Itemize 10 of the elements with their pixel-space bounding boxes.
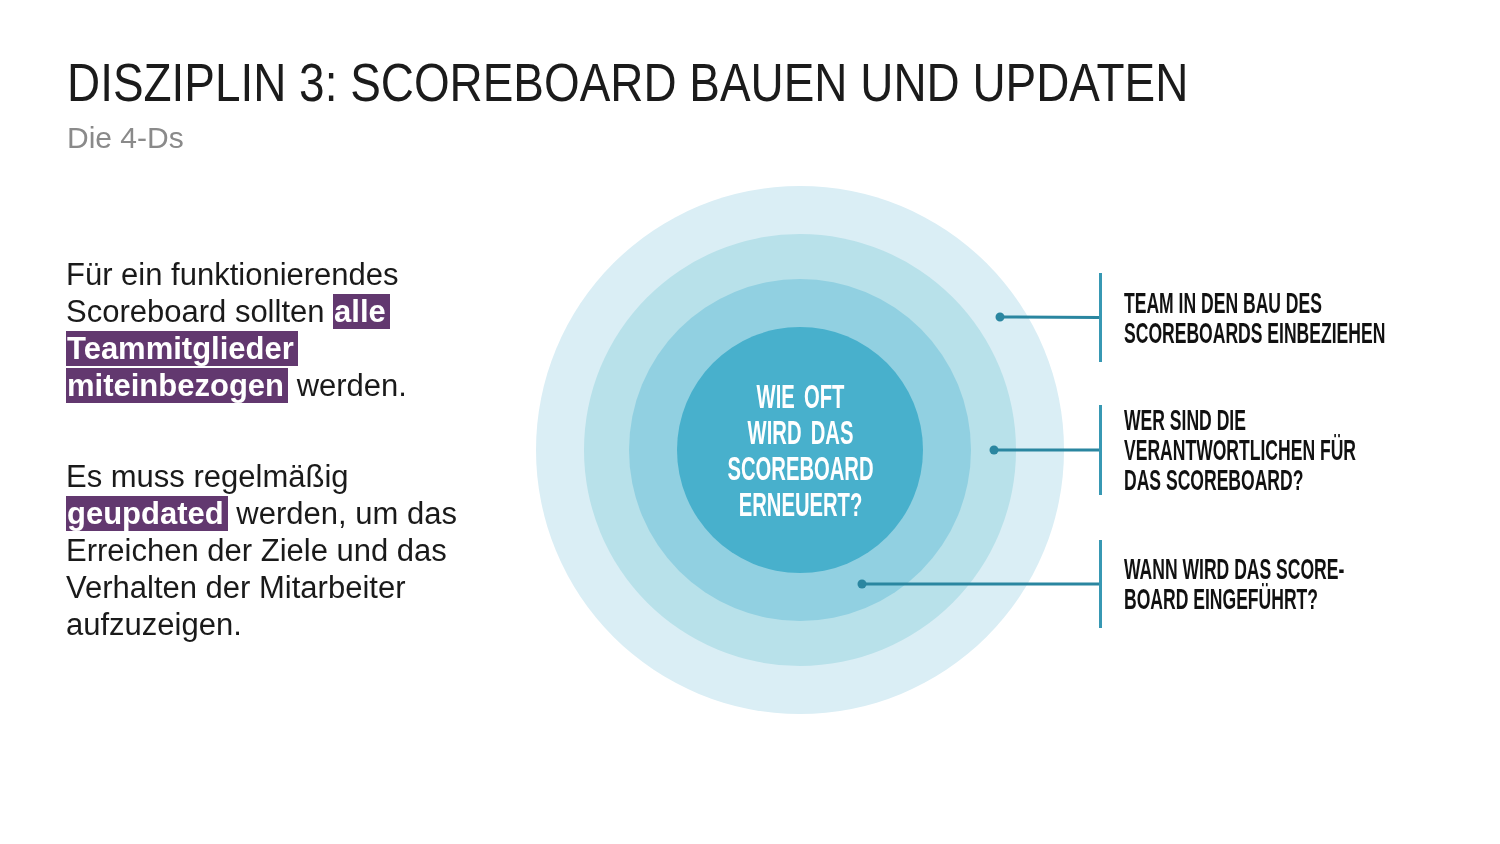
slide-title: DISZIPLIN 3: SCOREBOARD BAUEN UND UPDATEN [67,52,1189,112]
slide-subtitle: Die 4-Ds [67,120,184,156]
leader-line [989,445,1099,455]
body-paragraph: Es muss regelmäßig geupdated werden, um das Erreichen der Ziele und das Verhalten der Mitarbeiter aufzuzeigen. [66,458,458,643]
callout-text: TEAM IN DEN BAU DES SCOREBOARDS EINBEZIEHEN [1124,287,1387,348]
callout-text: WANN WIRD DAS SCORE- BOARD EINGEFÜHRT? [1124,554,1346,614]
leader-line [995,312,1099,322]
callout-text: WER SIND DIE VERANTWORTLICHEN FÜR DAS SCOREBOARD? [1124,405,1358,495]
leader-line [857,579,1099,589]
circle-question: WIE OFT WIRD DAS SCOREBOARD ERNEUERT? [725,378,875,522]
